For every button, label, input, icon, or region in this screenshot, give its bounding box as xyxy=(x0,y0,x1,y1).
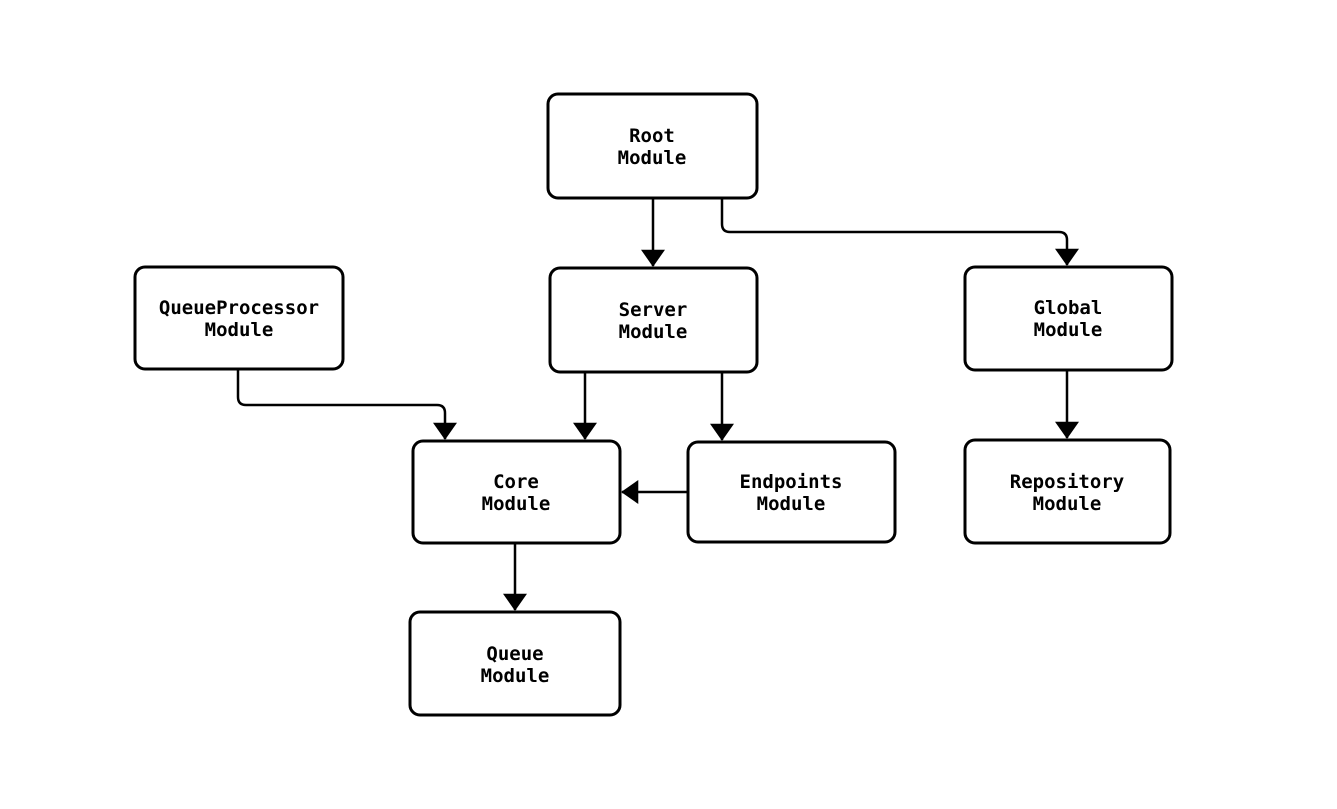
node-queue-label-line1: Queue xyxy=(486,643,543,665)
edges xyxy=(236,198,1079,611)
node-global: Global Module xyxy=(963,265,1174,372)
node-root-label-line1: Root xyxy=(629,125,675,147)
node-endpoints-label-line1: Endpoints xyxy=(740,471,843,493)
node-queue: Queue Module xyxy=(408,610,622,717)
node-core: Core Module xyxy=(411,439,622,545)
node-repository-box xyxy=(963,438,1172,545)
edge-queueprocessor-core xyxy=(236,369,457,440)
node-endpoints: Endpoints Module xyxy=(686,440,897,544)
node-server-label-line2: Module xyxy=(619,321,688,343)
node-global-label-line2: Module xyxy=(1034,319,1103,341)
node-root-label-line2: Module xyxy=(618,147,687,169)
node-core-box xyxy=(411,439,622,545)
node-global-box xyxy=(963,265,1174,372)
node-repository-label-line2: Module xyxy=(1033,493,1102,515)
node-queue-box xyxy=(408,610,622,717)
node-queueprocessor: QueueProcessor Module xyxy=(133,265,345,371)
node-root: Root Module xyxy=(546,92,759,200)
node-repository-label-line1: Repository xyxy=(1010,471,1124,493)
node-endpoints-label-line2: Module xyxy=(757,493,826,515)
node-server-box xyxy=(548,266,759,374)
node-queue-label-line2: Module xyxy=(481,665,550,687)
node-global-label-line1: Global xyxy=(1034,297,1103,319)
node-endpoints-box xyxy=(686,440,897,544)
edge-root-global xyxy=(720,198,1079,266)
node-queueprocessor-label-line1: QueueProcessor xyxy=(159,297,319,319)
node-queueprocessor-box xyxy=(133,265,345,371)
node-core-label-line1: Core xyxy=(493,471,539,493)
node-server-label-line1: Server xyxy=(619,299,688,321)
node-server: Server Module xyxy=(548,266,759,374)
node-core-label-line2: Module xyxy=(482,493,551,515)
node-queueprocessor-label-line2: Module xyxy=(205,319,274,341)
node-repository: Repository Module xyxy=(963,438,1172,545)
node-root-box xyxy=(546,92,759,200)
